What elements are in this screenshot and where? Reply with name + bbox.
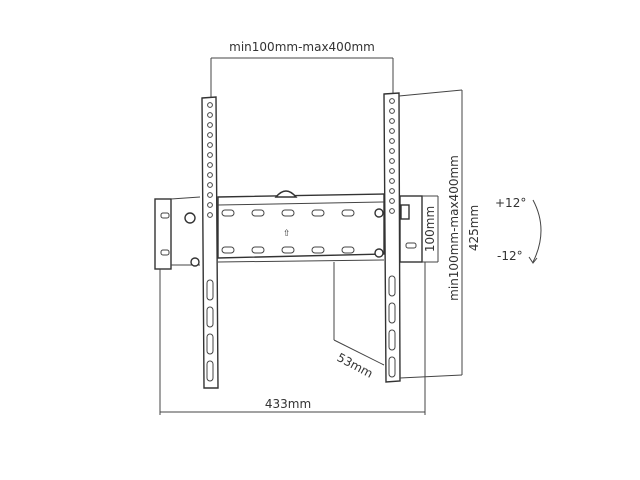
bracket-hole (389, 118, 395, 124)
bracket-hole (389, 178, 395, 184)
bracket-hole (207, 162, 213, 168)
bracket-hole (207, 142, 213, 148)
vesa-width-dimension: min100mm-max400mm (210, 40, 394, 98)
bracket-hole (389, 138, 395, 144)
plate-slot (251, 246, 265, 254)
vesa-width-label: min100mm-max400mm (229, 40, 375, 54)
bracket-slot (206, 279, 214, 301)
bracket-hole (207, 102, 213, 108)
bracket-hole (389, 208, 395, 214)
total-width-dimension: 433mm (159, 262, 426, 415)
depth-dimension: 53mm (333, 262, 385, 381)
bracket-hole (389, 198, 395, 204)
bracket-hole (207, 212, 213, 218)
bracket-hole (207, 122, 213, 128)
bracket-hole (389, 128, 395, 134)
wall-plate: ⇧ (154, 190, 423, 270)
plate-slot (221, 246, 235, 254)
bracket-hole (207, 202, 213, 208)
height-dimensions: 100mm min100mm-max400mm 425mm (398, 89, 481, 379)
tilt-up-label: +12° (495, 196, 526, 210)
plate-slot (341, 246, 355, 254)
bracket-slot (206, 360, 214, 382)
total-width-label: 433mm (265, 397, 311, 411)
tilt-down-label: -12° (497, 249, 523, 263)
bracket-hole (207, 132, 213, 138)
plate-slot (281, 209, 295, 217)
bracket-slot (206, 333, 214, 355)
bracket-hole (207, 192, 213, 198)
left-bracket (201, 96, 219, 389)
plate-slot (311, 246, 325, 254)
bracket-hole (389, 98, 395, 104)
bracket-slot (388, 329, 396, 351)
plate-height-label: 100mm (423, 206, 437, 252)
bracket-hole (207, 172, 213, 178)
bracket-hole (207, 182, 213, 188)
bracket-hole (389, 168, 395, 174)
total-height-label: 425mm (467, 205, 481, 251)
depth-label: 53mm (335, 350, 376, 381)
bracket-hole (389, 188, 395, 194)
tilt-indicator: +12° -12° (495, 196, 542, 264)
plate-slot (221, 209, 235, 217)
svg-text:⇧: ⇧ (283, 229, 291, 239)
plate-slot (281, 246, 295, 254)
bracket-slot (388, 356, 396, 378)
bracket-hole (207, 112, 213, 118)
plate-slot (251, 209, 265, 217)
plate-slot (311, 209, 325, 217)
vesa-height-label: min100mm-max400mm (447, 155, 461, 301)
bracket-hole (389, 148, 395, 154)
plate-slot (341, 209, 355, 217)
bracket-slot (206, 306, 214, 328)
bracket-hole (389, 108, 395, 114)
bracket-hole (207, 152, 213, 158)
bracket-slot (388, 302, 396, 324)
bracket-hole (389, 158, 395, 164)
bracket-slot (388, 275, 396, 297)
right-bracket (383, 92, 401, 383)
tilt-arc-icon (532, 199, 542, 263)
